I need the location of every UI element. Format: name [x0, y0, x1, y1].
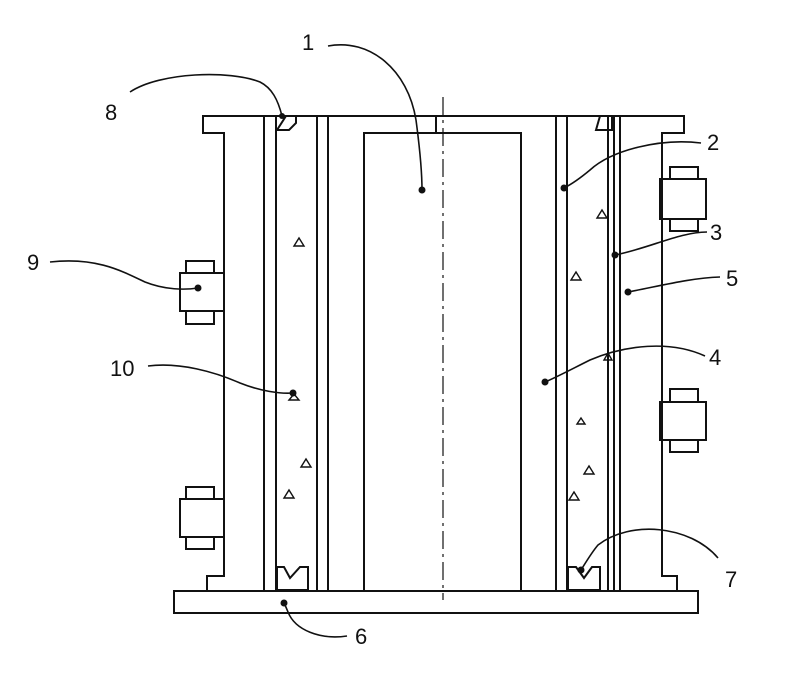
label-8: 8 — [105, 100, 117, 125]
filler-layer-left — [275, 115, 318, 592]
leader-8 — [129, 73, 285, 119]
label-3: 3 — [710, 220, 722, 245]
outer-tube-wall-left — [263, 115, 277, 592]
leader-10 — [147, 364, 297, 397]
inner-tube-wall-left — [316, 115, 329, 592]
top-seal-right — [594, 115, 613, 131]
label-9: 9 — [27, 250, 39, 275]
bottom-seal-left — [276, 566, 309, 591]
leader-6 — [280, 599, 348, 638]
label-1: 1 — [302, 30, 314, 55]
leader-9 — [49, 260, 202, 292]
leader-3 — [611, 231, 708, 259]
top-seal-left — [275, 115, 297, 131]
clamp-right-lower — [659, 388, 707, 453]
label-2: 2 — [707, 130, 719, 155]
leader-7 — [577, 528, 719, 574]
base-plate — [173, 590, 699, 614]
outer-sleeve-right — [613, 115, 685, 592]
leader-1 — [327, 44, 426, 194]
clamp-left-lower — [179, 486, 225, 550]
label-5: 5 — [726, 266, 738, 291]
inner-core-right — [435, 115, 557, 592]
clamp-right-upper — [659, 166, 707, 232]
central-bore — [363, 97, 522, 600]
leader-4 — [541, 345, 706, 386]
leader-2 — [560, 141, 702, 192]
inner-core-left — [327, 115, 437, 592]
clamp-left-upper — [179, 260, 225, 325]
label-4: 4 — [709, 345, 721, 370]
leader-5 — [624, 276, 721, 296]
label-6: 6 — [355, 624, 367, 649]
bottom-seal-right — [567, 566, 601, 591]
outer-sleeve-left — [202, 115, 277, 592]
label-10: 10 — [110, 356, 134, 381]
label-7: 7 — [725, 567, 737, 592]
